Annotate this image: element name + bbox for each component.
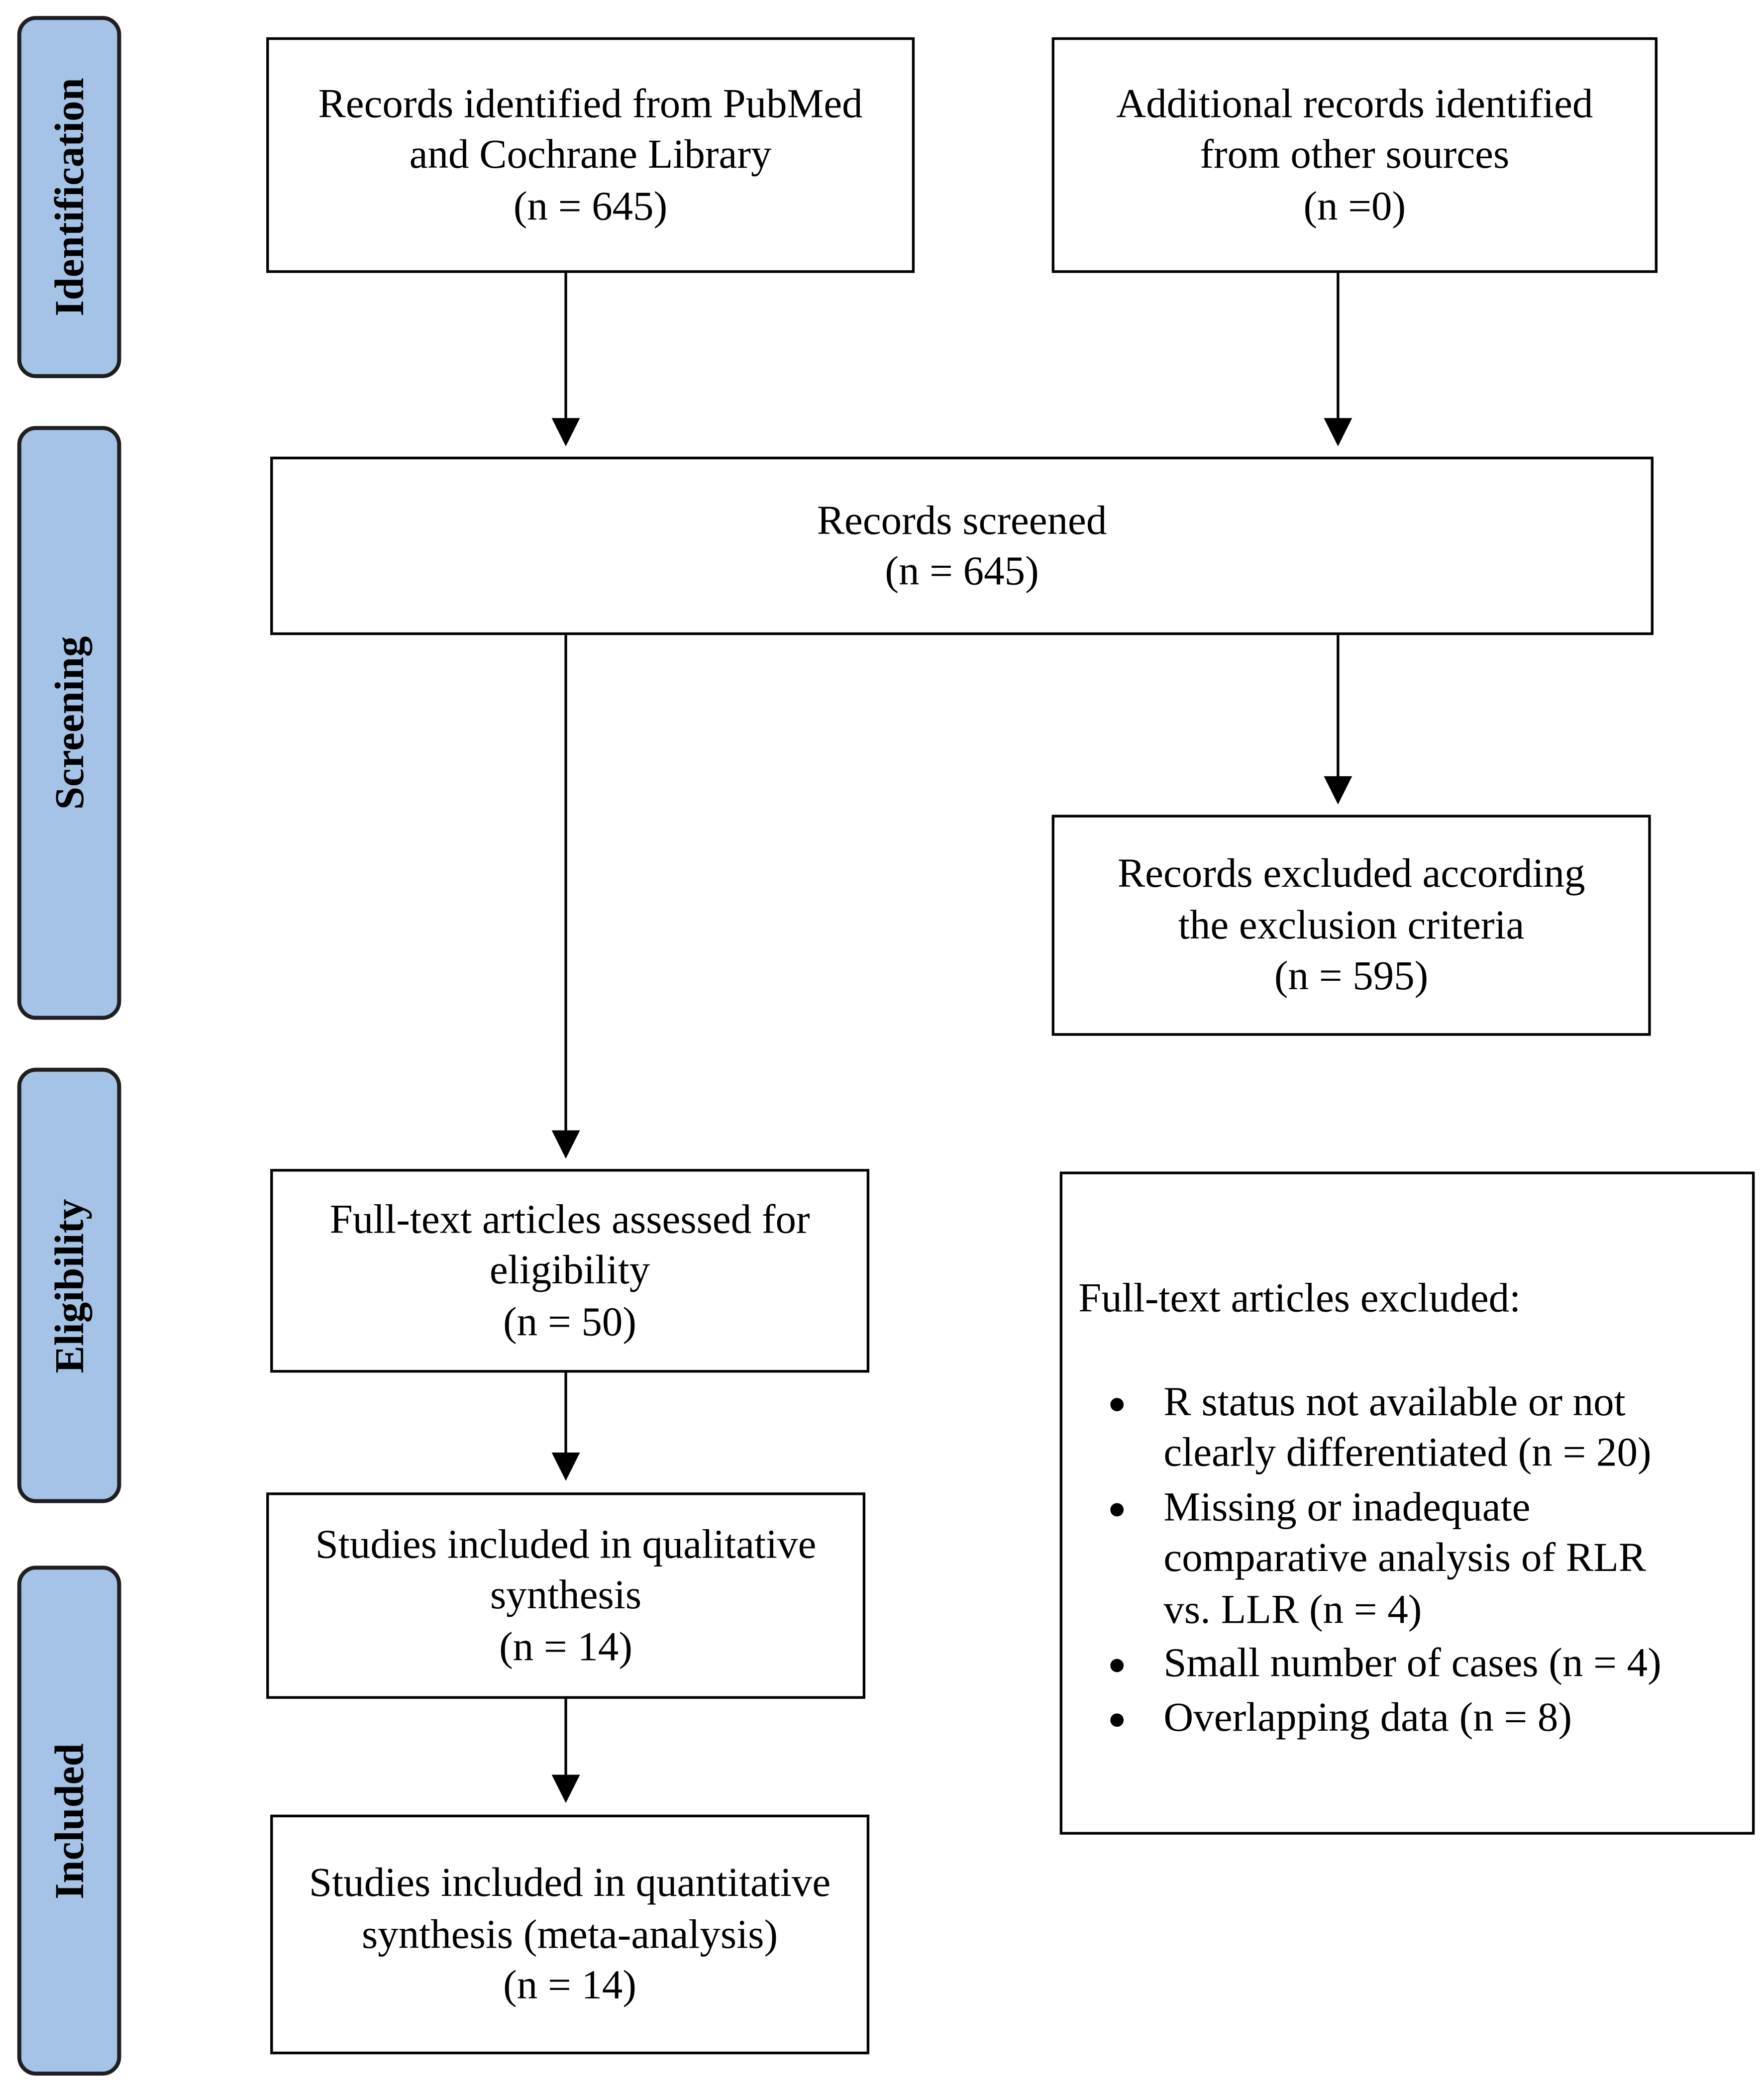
box-text-line: Full-text articles assessed for [329,1195,810,1242]
box-text-line: Records excluded according [1117,849,1585,897]
list-item-text: vs. LLR (n = 4) [1163,1585,1422,1632]
list-item-text: clearly differentiated (n = 20) [1163,1429,1652,1476]
box-count: (n =0) [1303,182,1406,229]
arrowhead-qualitative-to-quantitative [551,1774,580,1803]
fulltext-excluded-heading: Full-text articles excluded: [1078,1274,1521,1321]
list-item: Overlapping data (n = 8) [1062,1692,1661,1743]
box-text-line: Additional records identified [1116,80,1593,126]
arrowhead-screened-to-excluded [1324,776,1352,805]
box-text-line: Records screened [817,496,1107,543]
list-item: R status not available or not clearly di… [1062,1376,1661,1479]
box-text-line: Studies included in quantitative [309,1859,831,1906]
list-item-text: comparative analysis of RLR [1163,1534,1647,1581]
phase-eligibility: Eligibility [17,1067,121,1503]
box-quantitative-synthesis: Studies included in quantitative synthes… [270,1814,870,2055]
list-item: Missing or inadequate comparative analys… [1062,1481,1661,1635]
box-text-line: Studies included in qualitative [315,1520,817,1567]
phase-screening: Screening [17,426,121,1020]
list-item-text: Overlapping data (n = 8) [1163,1693,1572,1740]
box-count: (n = 50) [503,1297,637,1345]
box-text-line: the exclusion criteria [1178,901,1525,948]
box-count: (n = 645) [513,182,668,229]
box-text-line: eligibility [489,1247,650,1293]
box-count: (n = 14) [503,1961,637,2008]
box-count: (n = 595) [1274,952,1429,999]
box-records-screened: Records screened (n = 645) [270,456,1654,635]
box-text-line: from other sources [1200,130,1510,178]
list-item: Small number of cases (n = 4) [1062,1638,1661,1689]
arrowhead-fulltext-to-qualitative [551,1452,580,1481]
box-records-other-sources: Additional records identified from other… [1051,37,1658,273]
box-count: (n = 645) [885,547,1039,594]
list-item-text: Small number of cases (n = 4) [1163,1639,1661,1686]
arrowhead-other-to-screened [1324,418,1352,446]
bullet-icon [1110,1503,1124,1517]
bullet-icon [1110,1659,1124,1672]
box-text-line: synthesis (meta-analysis) [362,1910,778,1957]
arrowhead-pubmed-to-screened [551,418,580,446]
box-text-line: Records identified from PubMed [318,80,863,126]
box-qualitative-synthesis: Studies included in qualitative synthesi… [266,1492,866,1699]
box-records-pubmed-cochrane: Records identified from PubMed and Cochr… [266,37,915,273]
list-item-text: R status not available or not [1163,1378,1626,1425]
box-fulltext-assessed: Full-text articles assessed for eligibil… [270,1169,870,1373]
box-text-line: synthesis [490,1571,642,1618]
bullet-icon [1110,1713,1124,1727]
phase-identification: Identification [17,16,121,378]
box-text-line: and Cochrane Library [409,130,772,178]
bullet-icon [1110,1398,1124,1412]
exclusion-reasons-list: R status not available or not clearly di… [1062,1376,1661,1745]
arrowhead-screened-to-fulltext [551,1130,580,1159]
box-fulltext-excluded: Full-text articles excluded: R status no… [1059,1171,1755,1835]
box-records-excluded: Records excluded according the exclusion… [1051,815,1651,1036]
box-count: (n = 14) [499,1622,633,1669]
phase-included: Included [17,1565,121,2076]
list-item-text: Missing or inadequate [1163,1483,1531,1530]
